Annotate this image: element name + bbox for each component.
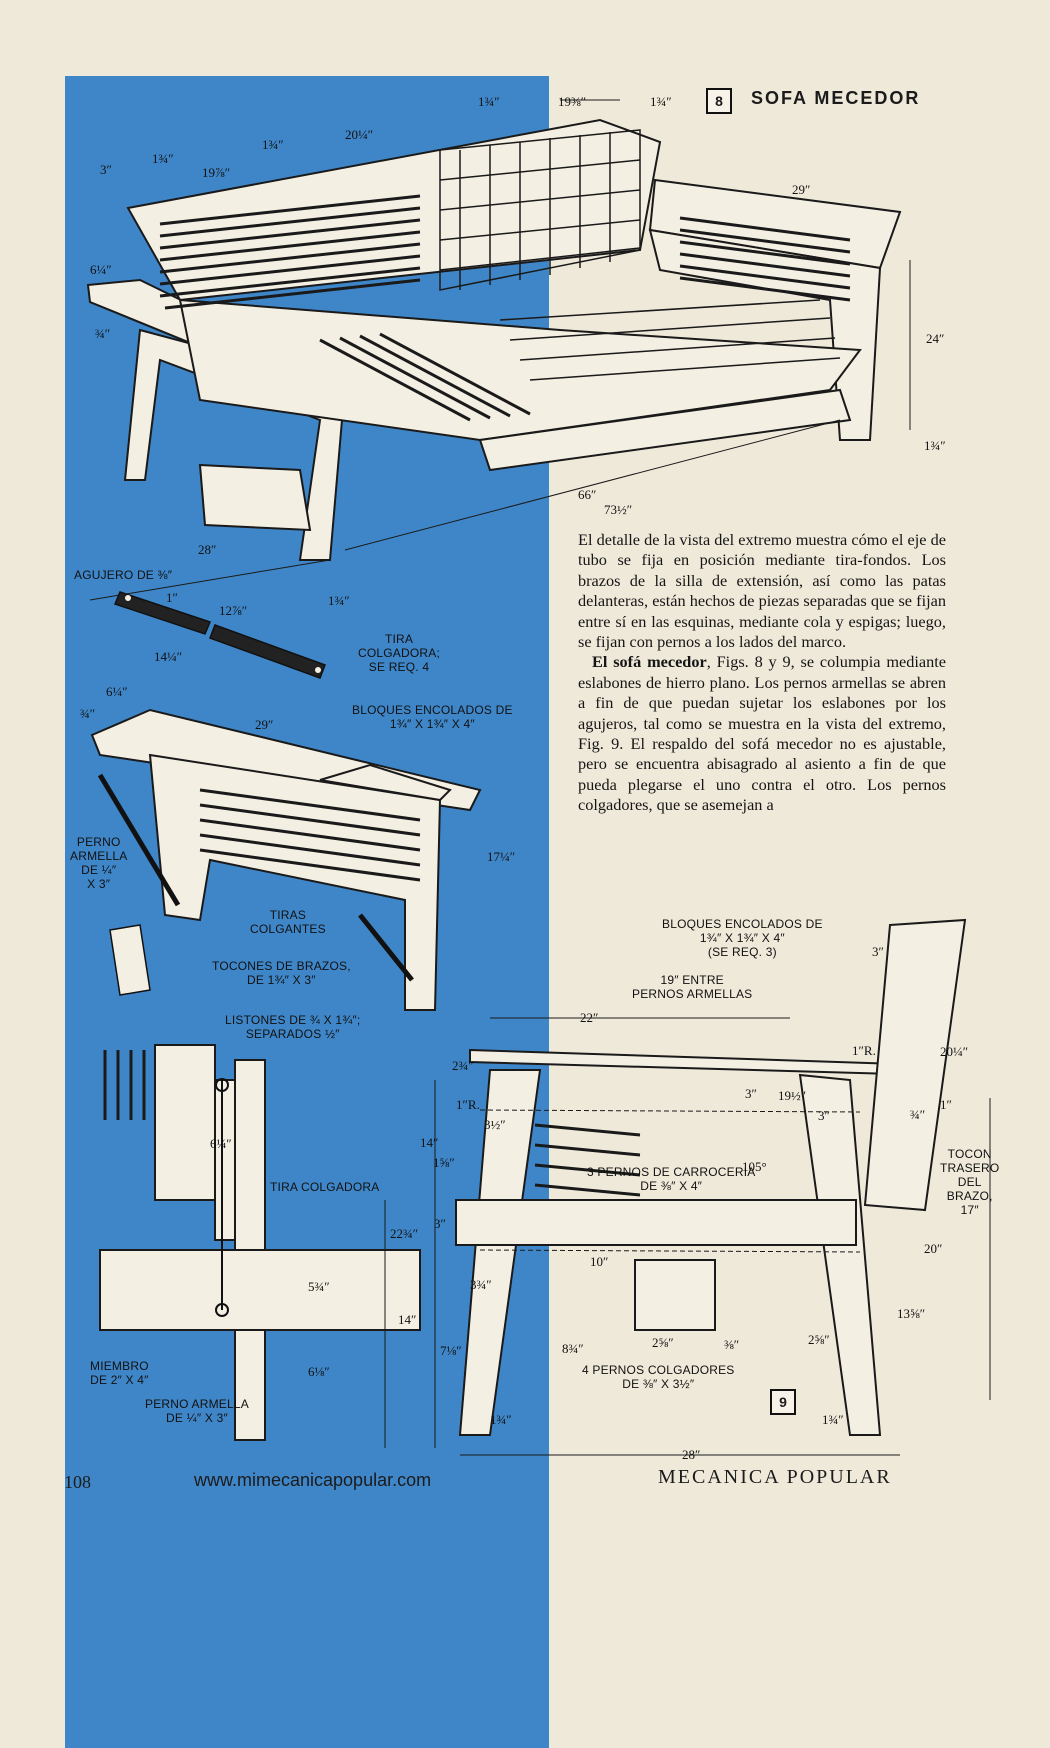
dim-label: 1″R.	[852, 1043, 876, 1058]
dim-label: 1″	[166, 590, 178, 605]
tocones-label: TOCONES DE BRAZOS, DE 1¾″ X 3″	[212, 959, 351, 987]
dim-label: 105°	[742, 1159, 767, 1174]
dim-label: 73½″	[604, 502, 633, 517]
dim-label: 19½″	[778, 1088, 807, 1103]
dim-label: 66″	[578, 487, 597, 502]
fig-8-badge: 8	[706, 88, 732, 114]
dim-label: 7⅛″	[440, 1343, 462, 1358]
bloques-fig9-label: BLOQUES ENCOLADOS DE 1¾″ X 1¾″ X 4″ (SE …	[662, 917, 823, 959]
dim-label: 3″	[818, 1108, 830, 1123]
end-view-fig9-drawing	[384, 918, 991, 1456]
pernos-colgadores-label: 4 PERNOS COLGADORES DE ⅜″ X 3½″	[582, 1363, 735, 1391]
sofa-drawing-fig8	[86, 99, 911, 601]
dim-label: 3″	[872, 944, 884, 959]
pernos-carroceria-label: 3 PERNOS DE CARROCERIA DE ⅜″ X 4″	[587, 1165, 756, 1193]
dim-label: 22¾″	[390, 1226, 419, 1241]
dim-label: 24″	[926, 331, 945, 346]
dim-label: 1¾″	[262, 137, 284, 152]
dim-label: 3½″	[484, 1117, 506, 1132]
dim-label: 2⅝″	[808, 1332, 830, 1347]
dim-label: 28″	[682, 1447, 701, 1462]
armrest-end-drawing	[90, 708, 482, 1011]
dim-label: 1″R.	[456, 1097, 480, 1112]
dim-label: 1¾″	[822, 1412, 844, 1427]
tira-colgadora-req-label: TIRA COLGADORA; SE REQ. 4	[358, 632, 441, 674]
dim-label: 12⅞″	[219, 603, 248, 618]
dim-label: 3″	[745, 1086, 757, 1101]
dim-label: 20¼″	[345, 127, 374, 142]
dim-label: 1¾″	[152, 151, 174, 166]
article-text: El detalle de la vista del extremo muest…	[578, 530, 946, 816]
dim-label: ¾″	[910, 1107, 926, 1122]
bloques-encolados-label: BLOQUES ENCOLADOS DE 1¾″ X 1¾″ X 4″	[352, 703, 513, 731]
dim-label: 10″	[590, 1254, 609, 1269]
article-paragraph-2-text: , Figs. 8 y 9, se columpia mediante esla…	[578, 652, 946, 815]
dim-label: 1¾″	[490, 1412, 512, 1427]
dim-label: 29″	[792, 182, 811, 197]
end-view-detail-drawing	[99, 1044, 421, 1441]
dim-label: 6¼″	[90, 262, 112, 277]
dim-label: 28″	[198, 542, 217, 557]
dim-label: 3″	[100, 162, 112, 177]
dim-label: 2⅝″	[652, 1335, 674, 1350]
dim-label: 14¼″	[154, 649, 183, 664]
dim-label: 1⅝″	[433, 1155, 455, 1170]
miembro-label: MIEMBRO DE 2″ X 4″	[90, 1359, 149, 1387]
agujero-label: AGUJERO DE ⅜″	[74, 568, 173, 582]
dim-label: 17¼″	[487, 849, 516, 864]
dim-label: 3″	[434, 1216, 446, 1231]
dim-label: 8¾″	[562, 1341, 584, 1356]
dim-label: ¾″	[80, 706, 96, 721]
dim-label: 6⅛″	[308, 1364, 330, 1379]
dim-label: 2¾″	[452, 1058, 474, 1073]
dim-label: 19⅜″	[558, 94, 587, 109]
article-bold-lead: El sofá mecedor	[592, 652, 707, 672]
dim-label: 20¼″	[940, 1044, 969, 1059]
dim-label: ¾″	[95, 326, 111, 341]
page-title: SOFA MECEDOR	[751, 88, 921, 108]
dim-label: 1¾″	[650, 94, 672, 109]
dim-label: 3¾″	[470, 1277, 492, 1292]
entre-pernos-label: 19″ ENTRE PERNOS ARMELLAS	[632, 973, 753, 1001]
dim-label: ⅜″	[724, 1337, 740, 1352]
dim-label: 13⅝″	[897, 1306, 926, 1321]
dim-label: 1″	[940, 1097, 952, 1112]
hanger-strap-drawing	[113, 591, 326, 679]
dim-label: 22″	[580, 1010, 599, 1025]
dim-label: 1¾″	[328, 593, 350, 608]
perno-armella-label: PERNO ARMELLA DE ¼″ X 3″	[70, 835, 128, 891]
dim-label: 6¼″	[106, 684, 128, 699]
dim-label: 29″	[255, 717, 274, 732]
website-url[interactable]: www.mimecanicapopular.com	[194, 1470, 432, 1490]
dim-label: 20″	[924, 1241, 943, 1256]
dim-label: 19⅞″	[202, 165, 231, 180]
dim-label: 1¾″	[924, 438, 946, 453]
tocon-trasero-label: TOCON TRASERO DEL BRAZO, 17″	[940, 1147, 1000, 1217]
fig-9-badge: 9	[770, 1389, 796, 1415]
article-paragraph-2: El sofá mecedor, Figs. 8 y 9, se columpi…	[578, 652, 946, 815]
page-number: 108	[64, 1472, 91, 1492]
magazine-name: MECANICA POPULAR	[658, 1466, 892, 1488]
dim-label: 14″	[398, 1312, 417, 1327]
dim-label: 14″	[420, 1135, 439, 1150]
dim-label: 1¾″	[478, 94, 500, 109]
perno-armella-bottom-label: PERNO ARMELLA DE ¼″ X 3″	[145, 1397, 249, 1425]
tira-colgadora-label: TIRA COLGADORA	[270, 1180, 380, 1194]
tiras-colgantes-label: TIRAS COLGANTES	[250, 908, 326, 936]
dim-label: 5¾″	[308, 1279, 330, 1294]
listones-label: LISTONES DE ¾ X 1¾″; SEPARADOS ½″	[225, 1013, 361, 1041]
article-paragraph-1: El detalle de la vista del extremo muest…	[578, 530, 946, 652]
dim-label: 6¼″	[210, 1136, 232, 1151]
